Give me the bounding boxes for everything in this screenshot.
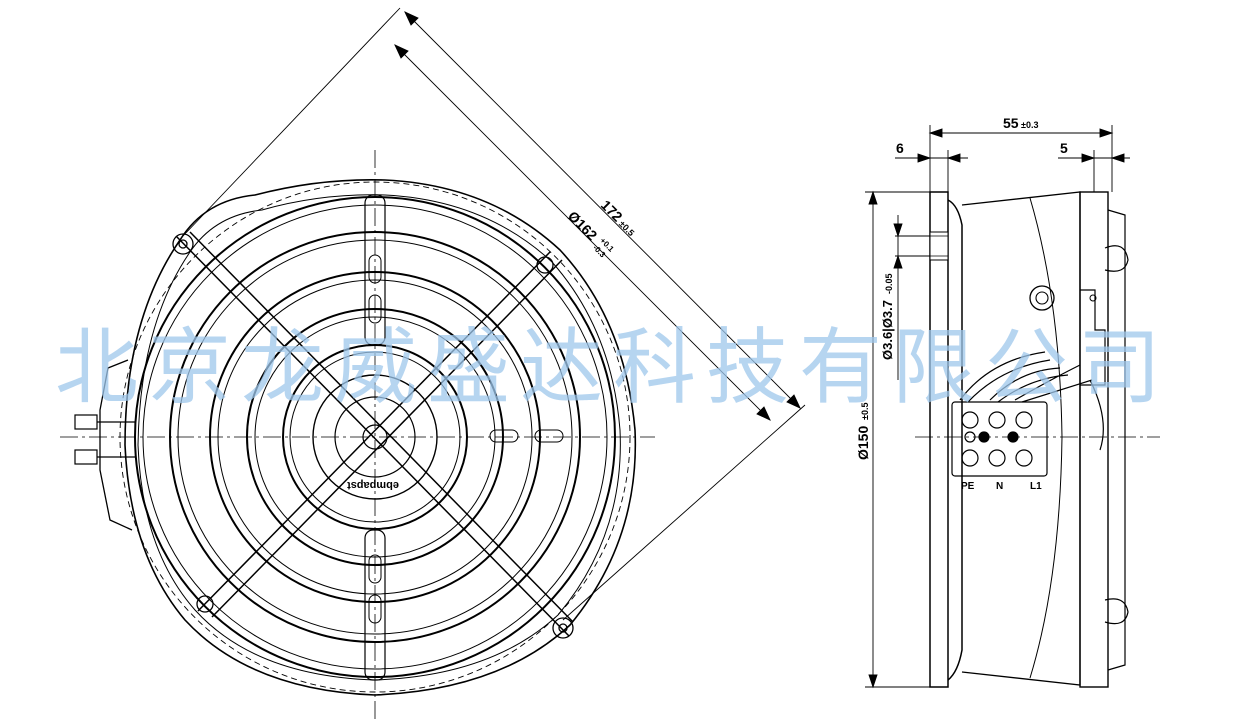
dim-162-line (394, 44, 771, 421)
side-screw (1029, 285, 1055, 311)
guard-ring-3 (209, 271, 541, 603)
guard-slot (368, 554, 382, 584)
terminal-block (951, 401, 1048, 477)
dim-55-line (928, 125, 1114, 192)
front-view (60, 7, 806, 720)
front-flange (929, 191, 949, 688)
guard-slot (368, 294, 382, 324)
terminal-label-pe: PE (961, 481, 975, 492)
dim-55-text: 55 (1003, 115, 1019, 131)
guard-ring-4b (254, 316, 496, 558)
rear-guard-clip (1107, 209, 1126, 671)
mounting-tab-left (99, 359, 133, 531)
guard-ring-5b (289, 351, 461, 523)
fan-housing (124, 178, 637, 696)
hook-top (1104, 245, 1129, 272)
dim-150-line (865, 190, 930, 689)
guard-slot (368, 594, 382, 624)
fan-body-side (947, 199, 963, 681)
guard-ring-2 (169, 231, 581, 643)
dim-150-text: Ø150 ±0.5 (855, 403, 871, 460)
terminal-label-n: N (996, 481, 1003, 492)
guard-cross-wires (175, 231, 574, 637)
guard-ring-2b (177, 239, 573, 635)
rear-bracket (1080, 289, 1106, 386)
dim-hole-line (893, 215, 930, 380)
diameter-162-circle (119, 181, 631, 693)
guard-slot (368, 254, 382, 284)
svg-text:Ø3.6|Ø3.7: Ø3.6|Ø3.7 (880, 300, 895, 360)
dim-hole-text: Ø3.6|Ø3.7 -0.05 (880, 273, 895, 360)
side-small-hole (1089, 294, 1097, 302)
corner-screws (172, 233, 574, 639)
svg-text:Ø162: Ø162 (565, 208, 601, 244)
hook-bottom (1104, 598, 1129, 625)
body-curve (1029, 197, 1063, 679)
svg-text:-0.05: -0.05 (884, 273, 894, 294)
dim-55-tol: ±0.3 (1021, 120, 1038, 130)
wires (959, 351, 1104, 451)
mounting-hole-section (929, 231, 949, 261)
dim-5-text: 5 (1060, 140, 1068, 156)
cable-gland (74, 414, 135, 465)
guard-ring-3b (217, 279, 533, 595)
motor-hub-center (362, 424, 388, 450)
dim-6-line (895, 150, 968, 192)
dim-172-line (182, 7, 806, 621)
side-view (865, 125, 1160, 689)
dim-172-text: 172 ±0.5 (598, 197, 637, 238)
svg-text:±0.5: ±0.5 (860, 403, 870, 420)
guard-support-bottom (364, 529, 386, 681)
motor-hub-outer (312, 374, 438, 500)
dim-5-line (1058, 150, 1130, 192)
terminal-label-l1: L1 (1030, 481, 1042, 492)
guard-ring-4 (246, 308, 504, 566)
svg-text:±0.5: ±0.5 (617, 219, 636, 238)
guard-ring-1 (134, 196, 616, 678)
svg-text:Ø150: Ø150 (855, 426, 871, 460)
motor-hub-inner (334, 396, 416, 478)
brand-label: ebmpapst (347, 479, 399, 491)
guard-support-top (364, 194, 386, 346)
rear-flange (1079, 191, 1109, 688)
dim-6-text: 6 (896, 140, 904, 156)
guard-slot (534, 429, 564, 443)
guard-ring-1b (142, 204, 608, 670)
guard-slot (489, 429, 519, 443)
